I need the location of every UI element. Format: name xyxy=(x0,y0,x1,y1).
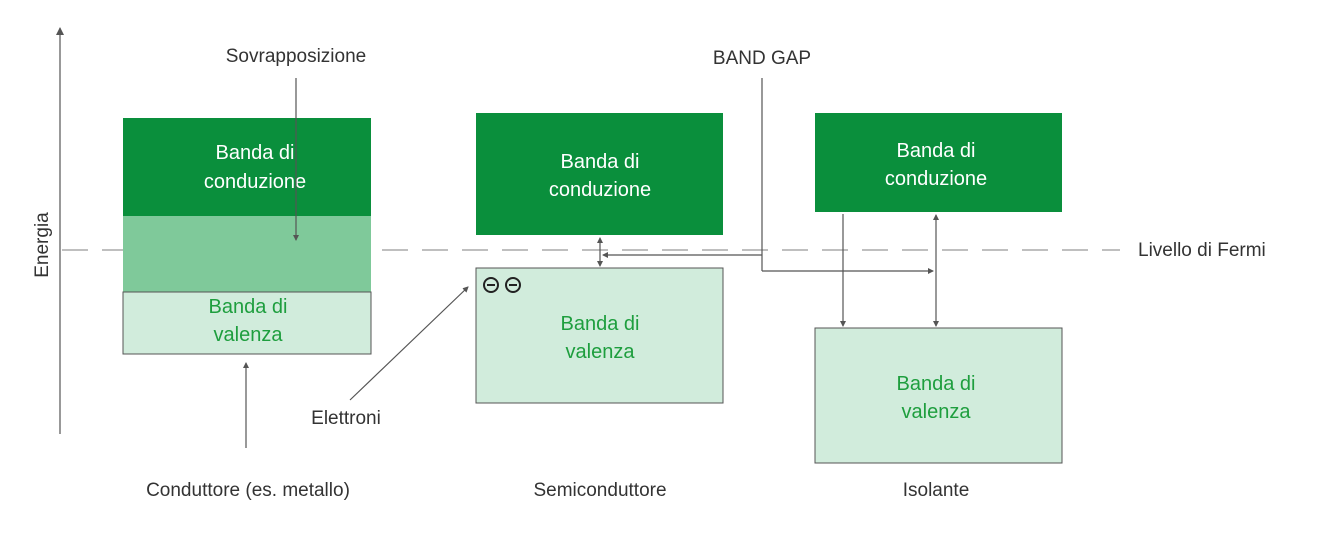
band-gap-label: BAND GAP xyxy=(713,48,811,69)
insulator-conduction-label-1: Banda di xyxy=(897,140,976,162)
electron-icon xyxy=(505,277,521,293)
insulator-valence-label-1: Banda di xyxy=(897,373,976,395)
insulator-conduction-label-2: conduzione xyxy=(885,168,987,190)
semiconductor-conduction-label-1: Banda di xyxy=(561,151,640,173)
semiconductor-valence-label-1: Banda di xyxy=(561,313,640,335)
semiconductor-caption: Semiconduttore xyxy=(533,480,666,501)
conductor-valence-label-1: Banda di xyxy=(209,296,288,318)
energy-axis-label: Energia xyxy=(32,212,53,278)
fermi-level-label: Livello di Fermi xyxy=(1138,240,1266,261)
semiconductor-valence-label-2: valenza xyxy=(566,341,636,363)
electron-icon xyxy=(483,277,499,293)
overlap-label: Sovrapposizione xyxy=(226,46,366,67)
insulator-valence-band xyxy=(814,327,1063,464)
conductor-caption: Conduttore (es. metallo) xyxy=(146,480,350,501)
electron-icons xyxy=(483,277,521,293)
conductor-valence-label-2: valenza xyxy=(214,324,284,346)
conductor-conduction-label-2: conduzione xyxy=(204,171,306,193)
conductor-conduction-band xyxy=(123,118,371,216)
electrons-label: Elettroni xyxy=(311,408,381,429)
insulator-conduction-band xyxy=(815,113,1062,212)
semiconductor-conduction-label-2: conduzione xyxy=(549,179,651,201)
semiconductor-valence-band xyxy=(475,267,724,404)
semiconductor-conduction-band xyxy=(476,113,723,235)
conductor-valence-band xyxy=(122,291,372,355)
conductor-conduction-label-1: Banda di xyxy=(216,142,295,164)
insulator-caption: Isolante xyxy=(903,480,970,501)
insulator-valence-label-2: valenza xyxy=(902,401,972,423)
conductor-overlap-band xyxy=(123,216,371,292)
electrons-arrow xyxy=(349,286,469,401)
